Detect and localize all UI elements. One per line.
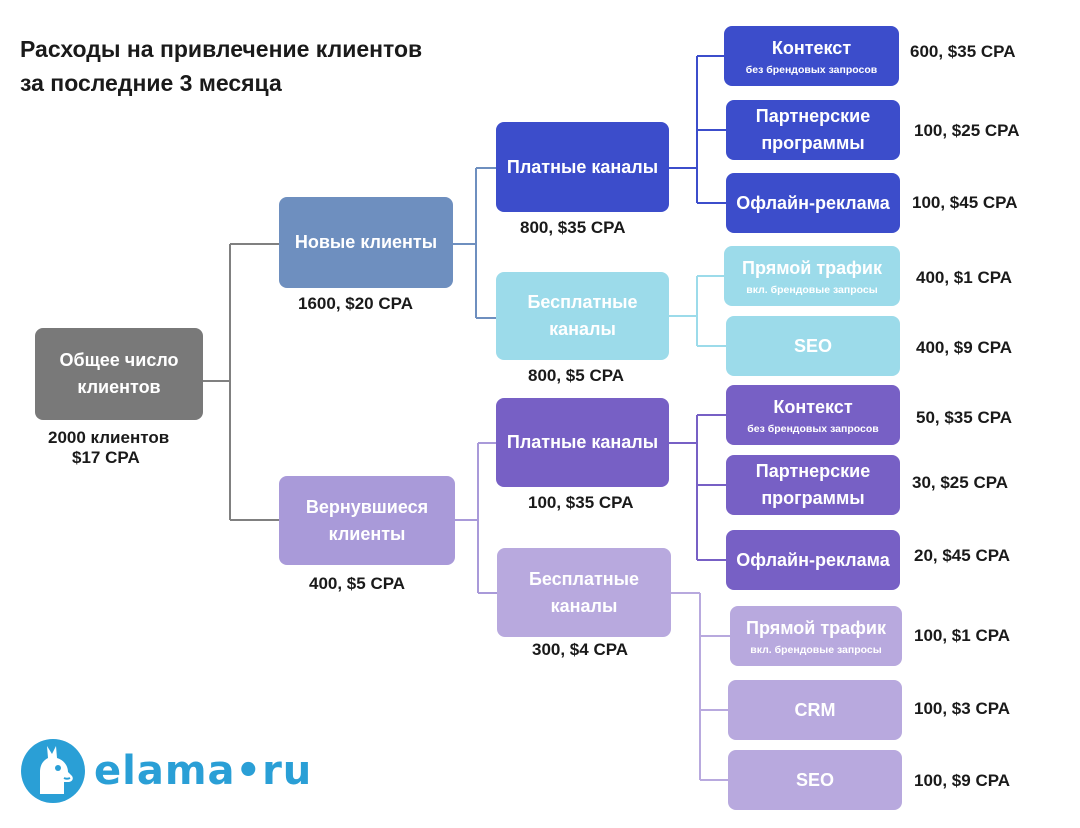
leaf-sublabel: без брендовых запросов — [747, 422, 879, 435]
leaf-returned-crm: CRM — [728, 680, 902, 740]
leaf-label: SEO — [793, 335, 832, 356]
value-returned-context: 50, $35 CPA — [916, 408, 1013, 427]
value-returned-paid-channels: 100, $35 CPA — [528, 493, 634, 512]
leaf-label: Контекст — [771, 37, 852, 58]
leaf-returned-offline: Офлайн-реклама — [726, 530, 900, 590]
logo-text: elama•ru — [94, 748, 313, 794]
node-label: Вернувшиеся клиенты — [305, 496, 429, 544]
leaf-sublabel: вкл. брендовые запросы — [750, 643, 882, 656]
title-line-1: Расходы на привлечение клиентов — [20, 36, 423, 62]
connector-returned-paid — [669, 414, 726, 561]
value-new-paid-channels: 800, $35 CPA — [520, 218, 626, 237]
leaf-label: CRM — [794, 699, 836, 720]
value-returned-clients: 400, $5 CPA — [309, 574, 406, 593]
leaf-new-seo: SEO — [726, 316, 900, 376]
leaf-returned-partner: Партнерские программы — [726, 455, 900, 515]
node-label: Общее число клиентов — [59, 350, 179, 397]
value-new-context: 600, $35 CPA — [910, 42, 1016, 61]
value-new-seo: 400, $9 CPA — [916, 338, 1013, 357]
value-returned-crm: 100, $3 CPA — [914, 699, 1011, 718]
chart-title: Расходы на привлечение клиентов за после… — [20, 32, 422, 100]
connector-new-free — [669, 275, 726, 347]
leaf-label: Партнерские программы — [755, 106, 871, 153]
connector-returned — [455, 442, 497, 594]
leaf-sublabel: без брендовых запросов — [745, 63, 878, 76]
leaf-label: Партнерские программы — [755, 461, 871, 508]
value-returned-seo: 100, $9 CPA — [914, 771, 1011, 790]
node-label: Платные каналы — [506, 432, 659, 452]
connector-returned-free — [671, 592, 730, 781]
node-returned-clients: Вернувшиеся клиенты — [279, 476, 455, 565]
leaf-label: Прямой трафик — [746, 617, 886, 638]
value-new-partner: 100, $25 CPA — [914, 121, 1020, 140]
node-label: Новые клиенты — [294, 232, 438, 252]
leaf-returned-direct: Прямой трафик вкл. брендовые запросы — [730, 606, 902, 666]
value-total-cpa: $17 CPA — [72, 448, 140, 467]
value-new-offline: 100, $45 CPA — [912, 193, 1018, 212]
connector-root — [203, 243, 279, 521]
node-new-free-channels: Бесплатные каналы — [496, 272, 669, 360]
leaf-new-context: Контекст без брендовых запросов — [724, 26, 899, 86]
node-label: Бесплатные каналы — [527, 292, 638, 339]
leaf-label: SEO — [795, 769, 834, 790]
node-returned-paid-channels: Платные каналы — [496, 398, 669, 487]
leaf-returned-context: Контекст без брендовых запросов — [726, 385, 900, 445]
node-new-clients: Новые клиенты — [279, 197, 453, 288]
leaf-label: Контекст — [773, 396, 853, 417]
leaf-new-offline: Офлайн-реклама — [726, 173, 900, 233]
node-returned-free-channels: Бесплатные каналы — [497, 548, 671, 637]
value-new-direct: 400, $1 CPA — [916, 268, 1013, 287]
leaf-label: Прямой трафик — [742, 257, 882, 278]
leaf-label: Офлайн-реклама — [736, 549, 890, 570]
leaf-label: Офлайн-реклама — [736, 192, 890, 213]
node-label: Платные каналы — [506, 156, 659, 177]
node-label: Бесплатные каналы — [528, 568, 640, 616]
value-new-clients: 1600, $20 CPA — [298, 294, 413, 313]
connector-new — [453, 167, 496, 319]
title-line-2: за последние 3 месяца — [20, 70, 282, 96]
node-new-paid-channels: Платные каналы — [496, 122, 669, 212]
value-returned-free-channels: 300, $4 CPA — [532, 640, 629, 659]
value-returned-partner: 30, $25 CPA — [912, 473, 1009, 492]
node-total-clients: Общее число клиентов — [35, 328, 203, 420]
elama-logo: elama•ru — [20, 738, 312, 804]
llama-icon — [21, 739, 85, 803]
value-new-free-channels: 800, $5 CPA — [528, 366, 625, 385]
leaf-new-direct: Прямой трафик вкл. брендовые запросы — [724, 246, 900, 306]
value-returned-direct: 100, $1 CPA — [914, 626, 1011, 645]
leaf-sublabel: вкл. брендовые запросы — [746, 283, 878, 296]
value-total-clients: 2000 клиентов — [48, 428, 170, 447]
leaf-new-partner: Партнерские программы — [726, 100, 900, 160]
leaf-returned-seo: SEO — [728, 750, 902, 810]
connector-new-paid — [669, 55, 726, 204]
value-returned-offline: 20, $45 CPA — [914, 546, 1011, 565]
